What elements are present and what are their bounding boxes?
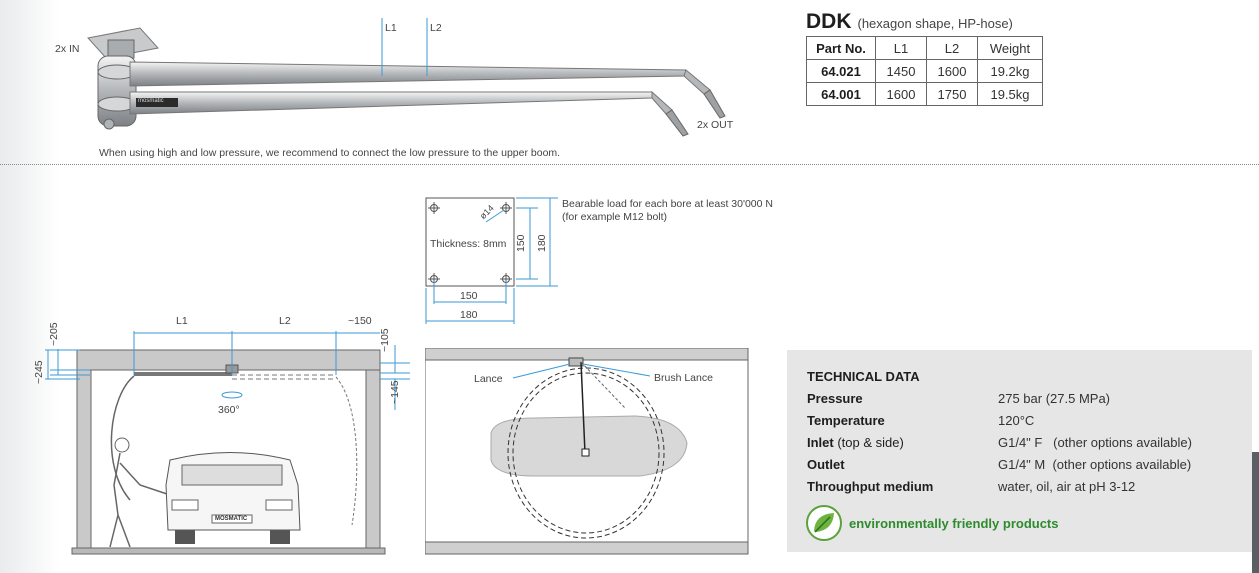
label-2x-out: 2x OUT [697,119,734,131]
section-divider [0,164,1259,165]
tech-row: Temperature [807,413,885,428]
bearable-load-note: Bearable load for each bore at least 30'… [562,198,773,223]
side-150-label: ~150 [348,315,372,327]
parts-table: Part No. L1 L2 Weight 64.021 1450 1600 1… [806,36,1043,106]
top-view-drawing [425,348,749,555]
plate-dim-150-h: 150 [460,290,478,302]
pressure-note: When using high and low pressure, we rec… [99,147,561,159]
cell-part-no: 64.001 [806,82,876,106]
table-row: 64.001 1600 1750 19.5kg [806,82,1043,106]
tech-value: 275 bar (27.5 MPa) [998,391,1111,406]
tech-row: Throughput medium [807,479,933,494]
cell-l1: 1450 [875,59,927,83]
cell-part-no: 64.021 [806,59,876,83]
col-l1: L1 [875,36,927,60]
side-245-label: ~245 [33,360,45,384]
tech-key: Temperature [807,413,885,428]
cell-weight: 19.5kg [977,82,1043,106]
col-part-no: Part No. [806,36,876,60]
tech-value: G1/4" M (other options available) [998,457,1192,472]
tech-value: G1/4" F (other options available) [998,435,1192,450]
label-l2-top: L2 [430,22,442,34]
side-l1-label: L1 [176,315,188,327]
tech-key: Outlet [807,457,845,472]
cell-l2: 1750 [926,82,978,106]
car-badge: MOSMATIC [215,516,248,522]
plate-dim-180-v: 180 [536,234,548,252]
tech-value: 120°C [998,413,1035,428]
cell-l2: 1600 [926,59,978,83]
col-l2: L2 [926,36,978,60]
technical-data-panel: TECHNICAL DATA Pressure 275 bar (27.5 MP… [787,350,1252,552]
table-header-row: Part No. L1 L2 Weight [806,36,1043,60]
eco-leaf-icon [806,505,842,541]
page-side-tab [1252,452,1259,573]
plate-dim-150-v: 150 [515,234,527,252]
side-145-label: ~145 [389,380,401,404]
plate-thickness-label: Thickness: 8mm [430,238,507,250]
technical-data-heading: TECHNICAL DATA [807,369,920,384]
page-edge-shade [0,0,60,573]
tech-key: Inlet [807,435,834,450]
rotation-360-label: 360° [218,404,240,416]
lance-label: Lance [474,373,503,385]
label-2x-in: 2x IN [55,43,80,55]
boom-product-image [87,18,726,137]
tech-row: Pressure [807,391,863,406]
brush-lance-label: Brush Lance [654,372,713,384]
tech-key: Pressure [807,391,863,406]
side-view-drawing [45,331,410,555]
tech-row: Inlet (top & side) [807,435,904,450]
eco-label: environmentally friendly products [849,516,1059,531]
tech-value: water, oil, air at pH 3-12 [998,479,1136,494]
table-row: 64.021 1450 1600 19.2kg [806,59,1043,83]
col-weight: Weight [977,36,1043,60]
side-l2-label: L2 [279,315,291,327]
cell-l1: 1600 [875,82,927,106]
tech-key-extra: (top & side) [833,435,904,450]
product-title: DDK (hexagon shape, HP-hose) [806,10,1013,34]
tech-row: Outlet [807,457,845,472]
plate-dim-180-h: 180 [460,309,478,321]
label-l1-top: L1 [385,22,397,34]
mounting-plate-drawing [425,197,558,324]
side-105-label: ~105 [379,328,391,352]
product-name: DDK [806,10,852,33]
tech-key: Throughput medium [807,479,934,494]
cell-weight: 19.2kg [977,59,1043,83]
side-205-label: ~205 [48,322,60,346]
brand-plate-text: mosmatic [138,98,164,104]
product-subtitle: (hexagon shape, HP-hose) [857,16,1013,31]
